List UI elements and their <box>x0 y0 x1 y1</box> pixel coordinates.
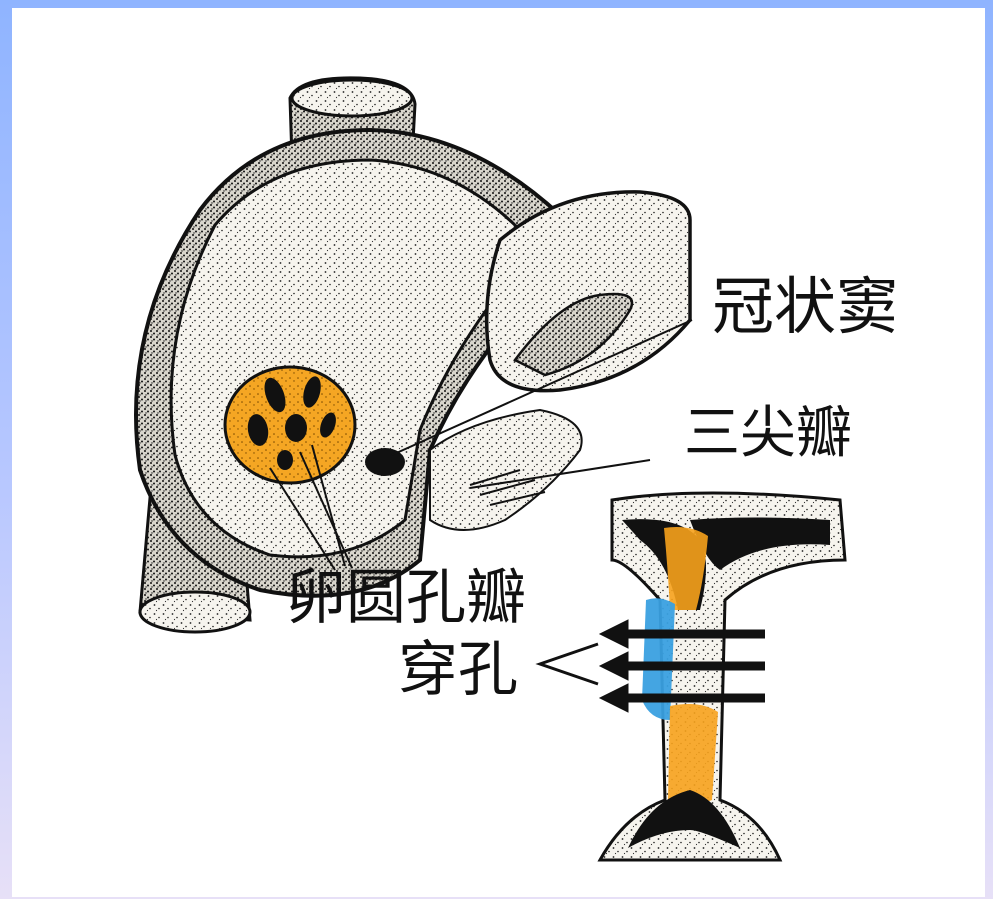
tricuspid-valve-leaflets <box>429 408 583 531</box>
label-perforation: 穿孔 <box>398 635 518 705</box>
label-tricuspid-valve: 三尖瓣 <box>684 401 852 466</box>
septum-orange-lower <box>668 704 718 805</box>
septum-orange-upper <box>664 527 708 610</box>
coronary-sinus-ostium <box>365 448 405 476</box>
perforation-arrows <box>598 619 765 713</box>
septum-blue-band <box>642 598 675 720</box>
leader-lines <box>269 319 693 571</box>
foramen-ovale-valve <box>223 365 357 485</box>
chordae-lines <box>469 469 546 506</box>
inferior-vena-cava <box>138 496 252 634</box>
label-coronary-sinus: 冠状窦 <box>712 270 898 343</box>
label-foramen-ovale-valve: 卵圆孔瓣 <box>286 563 526 633</box>
perforation-pointer <box>535 642 599 686</box>
ventricle-flap <box>484 190 692 393</box>
septum-cross-section <box>597 491 847 862</box>
